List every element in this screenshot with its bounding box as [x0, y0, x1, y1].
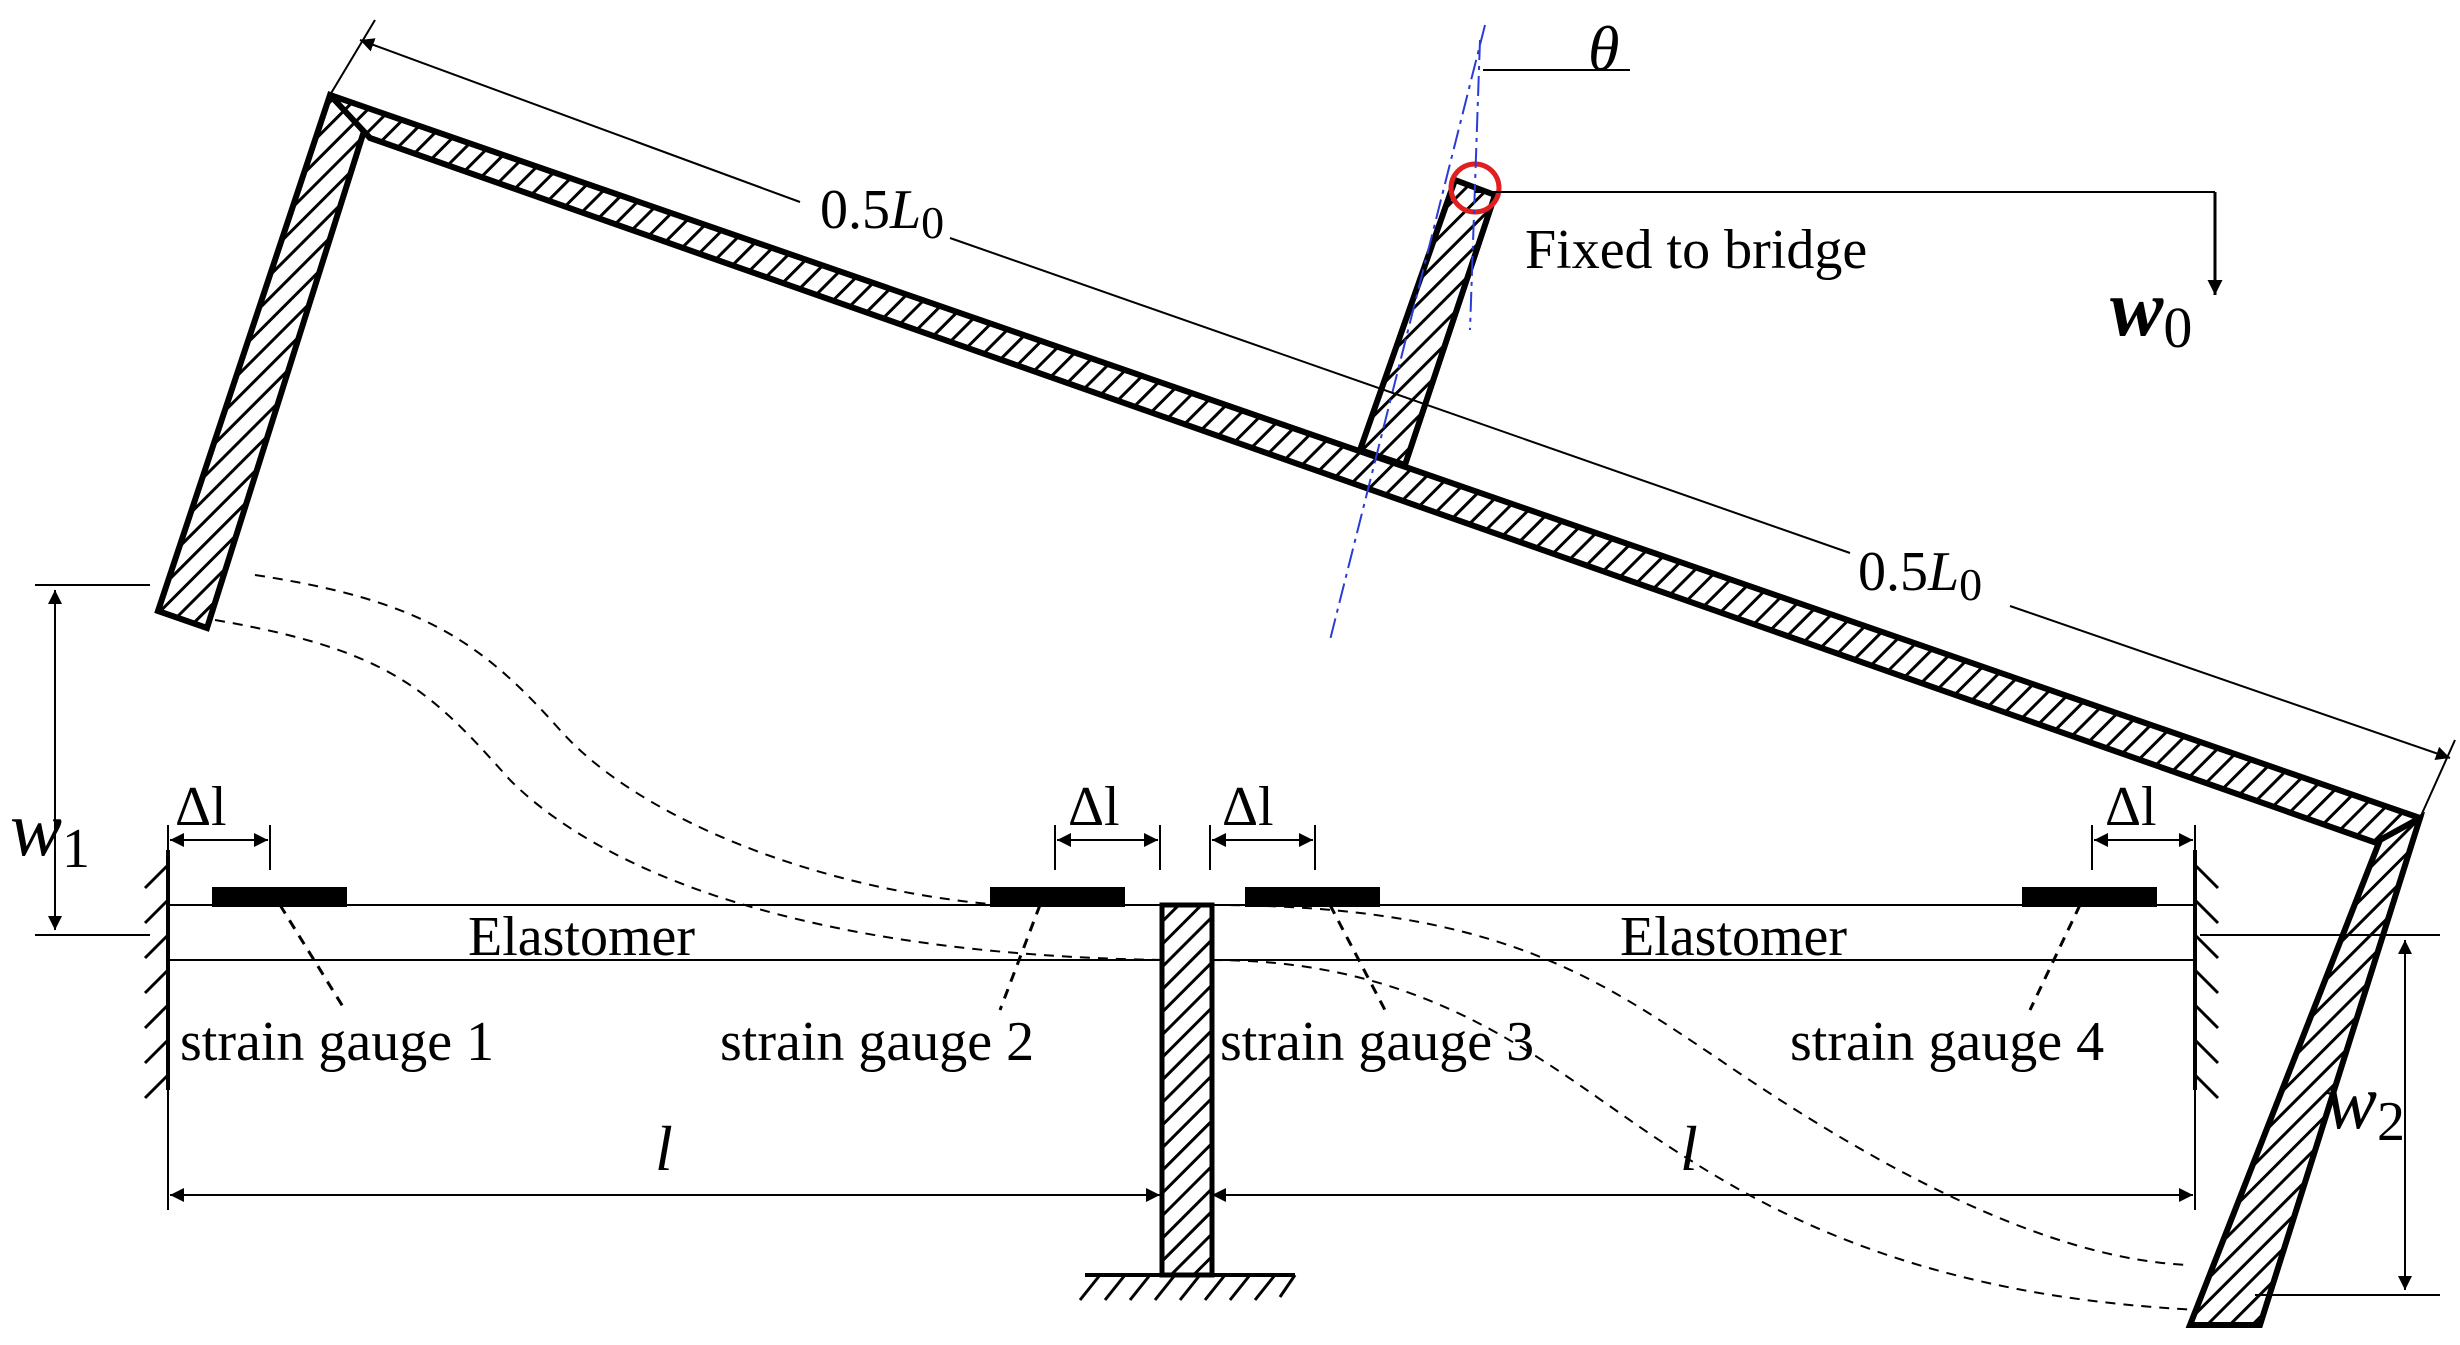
- strain-gauge-1-body: [212, 887, 347, 907]
- strain-gauge-3-body: [1245, 887, 1380, 907]
- strain-gauges: [212, 887, 2157, 1011]
- top-dimension: [329, 19, 2456, 819]
- strain-gauge-3-label: strain gauge 3: [1220, 1011, 1534, 1073]
- elastomer-right-label: Elastomer: [1620, 906, 1847, 968]
- center-post: [1159, 902, 1215, 1278]
- delta-l-label-2: Δl: [1068, 776, 1120, 838]
- left-wall: [143, 850, 170, 1100]
- w1-dimension: [35, 584, 150, 936]
- top-length-label-1: 0.5L0: [820, 179, 944, 248]
- gauge-2-leader: [998, 904, 1042, 1011]
- dim-ext-right: [2419, 739, 2456, 819]
- delta-l-label-1: Δl: [175, 776, 227, 838]
- gauge-4-leader: [2028, 904, 2082, 1011]
- theta-label: θ: [1588, 13, 1619, 84]
- strain-gauge-4-label: strain gauge 4: [1790, 1011, 2104, 1073]
- gauge-3-leader: [1328, 904, 1387, 1011]
- lever-left-arm: [154, 90, 374, 632]
- span-right-label: l: [1680, 1113, 1698, 1184]
- dim-line-upper: [359, 38, 801, 203]
- deformed-shape: [214, 574, 2201, 1311]
- lever-right-arm: [2185, 811, 2426, 1328]
- top-length-label-2: 0.5L0: [1858, 541, 1982, 610]
- axis-centerline-2: [1469, 39, 1481, 331]
- lever-frame: [154, 90, 2426, 1328]
- strain-gauge-2-body: [990, 887, 1125, 907]
- span-dimensions: [167, 1085, 2196, 1210]
- right-wall: [2193, 850, 2220, 1100]
- axis-centerline-1: [1329, 24, 1486, 641]
- strain-gauge-4-body: [2022, 887, 2157, 907]
- elastomer-left-label: Elastomer: [468, 906, 695, 968]
- pivot-assembly: [1329, 24, 2223, 641]
- fixed-to-bridge-label: Fixed to bridge: [1525, 219, 1867, 281]
- w1-label: w1: [10, 785, 90, 880]
- delta-l-label-3: Δl: [1222, 776, 1274, 838]
- delta-l-marks: [167, 825, 2196, 870]
- dim-ext-left: [329, 19, 376, 96]
- strain-gauge-1-label: strain gauge 1: [180, 1011, 494, 1073]
- dim-line-lower: [2009, 605, 2451, 761]
- gauge-1-leader: [278, 904, 347, 1011]
- w0-label: w0: [2110, 265, 2192, 360]
- strain-gauge-2-label: strain gauge 2: [720, 1011, 1034, 1073]
- w2-dimension: [2200, 934, 2440, 1296]
- w2-label: w2: [2325, 1058, 2405, 1153]
- dim-line-middle: [949, 237, 1851, 554]
- lever-top-beam: [327, 92, 2424, 858]
- span-left-label: l: [655, 1113, 673, 1184]
- delta-l-label-4: Δl: [2105, 776, 2157, 838]
- center-support: [1078, 902, 1297, 1301]
